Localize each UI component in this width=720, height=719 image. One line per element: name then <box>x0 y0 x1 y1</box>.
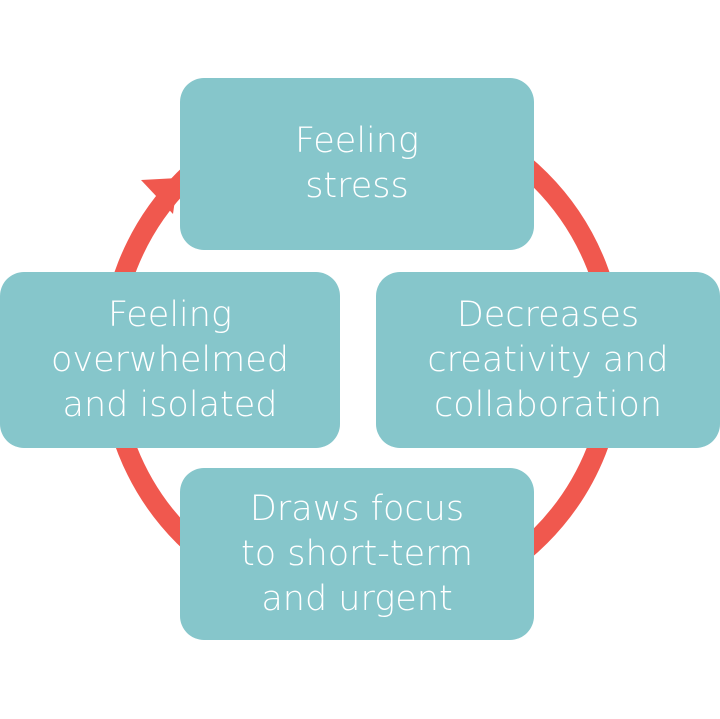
node-draws-focus: Draws focus to short-term and urgent <box>180 468 534 640</box>
node-feeling-overwhelmed: Feeling overwhelmed and isolated <box>0 272 340 448</box>
cycle-arrowhead-icon <box>141 178 178 214</box>
node-decreases-creativity: Decreases creativity and collaboration <box>376 272 720 448</box>
node-feeling-stress: Feeling stress <box>180 78 534 250</box>
